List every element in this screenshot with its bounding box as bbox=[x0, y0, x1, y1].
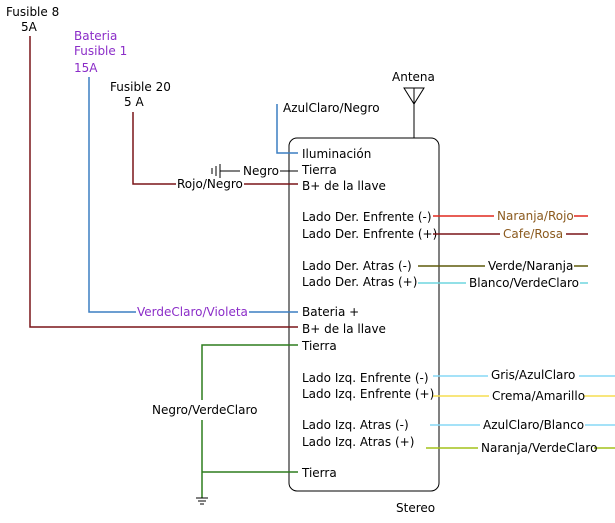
battery-line1: Bateria bbox=[74, 29, 117, 43]
pin-lado-der-enf-pos: Lado Der. Enfrente (+) bbox=[302, 227, 437, 241]
pin-lado-izq-atr-pos: Lado Izq. Atras (+) bbox=[302, 435, 414, 449]
wire-label-naranja-verdeclaro: Naranja/VerdeClaro bbox=[481, 441, 597, 455]
wire-label-gris-azulclaro: Gris/AzulClaro bbox=[491, 368, 575, 382]
pin-tierra-mid: Tierra bbox=[301, 339, 337, 353]
fuse8-amp: 5A bbox=[21, 20, 38, 34]
pin-bmas-llave-bottom: B+ de la llave bbox=[302, 322, 386, 336]
antenna-icon bbox=[403, 87, 425, 138]
pin-lado-izq-enf-pos: Lado Izq. Enfrente (+) bbox=[302, 387, 434, 401]
pin-bmas-llave-top: B+ de la llave bbox=[302, 179, 386, 193]
wire-ground-top bbox=[201, 344, 298, 400]
wire-label-verdeclaro-violeta: VerdeClaro/Violeta bbox=[137, 305, 248, 319]
pin-lado-izq-atr-neg: Lado Izq. Atras (-) bbox=[302, 418, 409, 432]
battery-line2: Fusible 1 bbox=[74, 44, 127, 58]
wire-battery-left bbox=[88, 77, 136, 313]
stereo-box bbox=[288, 137, 440, 492]
wire-label-rojo-negro: Rojo/Negro bbox=[177, 177, 243, 191]
pin-iluminacion: Iluminación bbox=[302, 147, 371, 161]
wire-label-naranja-rojo: Naranja/Rojo bbox=[497, 209, 574, 223]
stereo-label: Stereo bbox=[396, 501, 435, 515]
fuse20-amp: 5 A bbox=[124, 95, 144, 109]
pin-lado-der-enf-neg: Lado Der. Enfrente (-) bbox=[302, 210, 432, 224]
pin-tierra-bottom: Tierra bbox=[301, 466, 337, 480]
pin-lado-der-atr-neg: Lado Der. Atras (-) bbox=[302, 259, 412, 273]
ground-icon bbox=[211, 164, 221, 178]
fuse20-name: Fusible 20 bbox=[110, 80, 171, 94]
ground-symbol-icon bbox=[196, 497, 208, 505]
wire-label-azulclaro-negro: AzulClaro/Negro bbox=[283, 101, 380, 115]
wire-label-negro-verdeclaro: Negro/VerdeClaro bbox=[152, 403, 258, 417]
wire-label-negro: Negro bbox=[243, 164, 279, 178]
battery-amp: 15A bbox=[74, 61, 98, 75]
pin-tierra-top: Tierra bbox=[301, 163, 337, 177]
wire-label-cafe-rosa: Cafe/Rosa bbox=[503, 227, 563, 241]
wire-fuse8-bmas bbox=[29, 36, 298, 328]
wire-label-azulclaro-blanco: AzulClaro/Blanco bbox=[483, 418, 584, 432]
wire-label-verde-naranja: Verde/Naranja bbox=[488, 259, 573, 273]
wire-fuse20-left bbox=[132, 112, 176, 185]
pin-lado-der-atr-pos: Lado Der. Atras (+) bbox=[302, 275, 417, 289]
fuse8-name: Fusible 8 bbox=[6, 5, 59, 19]
pin-bateria-mas: Bateria + bbox=[302, 305, 359, 319]
pin-lado-izq-enf-neg: Lado Izq. Enfrente (-) bbox=[302, 371, 429, 385]
wire-label-crema-amarillo: Crema/Amarillo bbox=[492, 389, 585, 403]
antenna-label: Antena bbox=[392, 70, 435, 84]
wire-iluminacion bbox=[276, 104, 298, 154]
wire-label-blanco-verdeclaro: Blanco/VerdeClaro bbox=[469, 276, 579, 290]
